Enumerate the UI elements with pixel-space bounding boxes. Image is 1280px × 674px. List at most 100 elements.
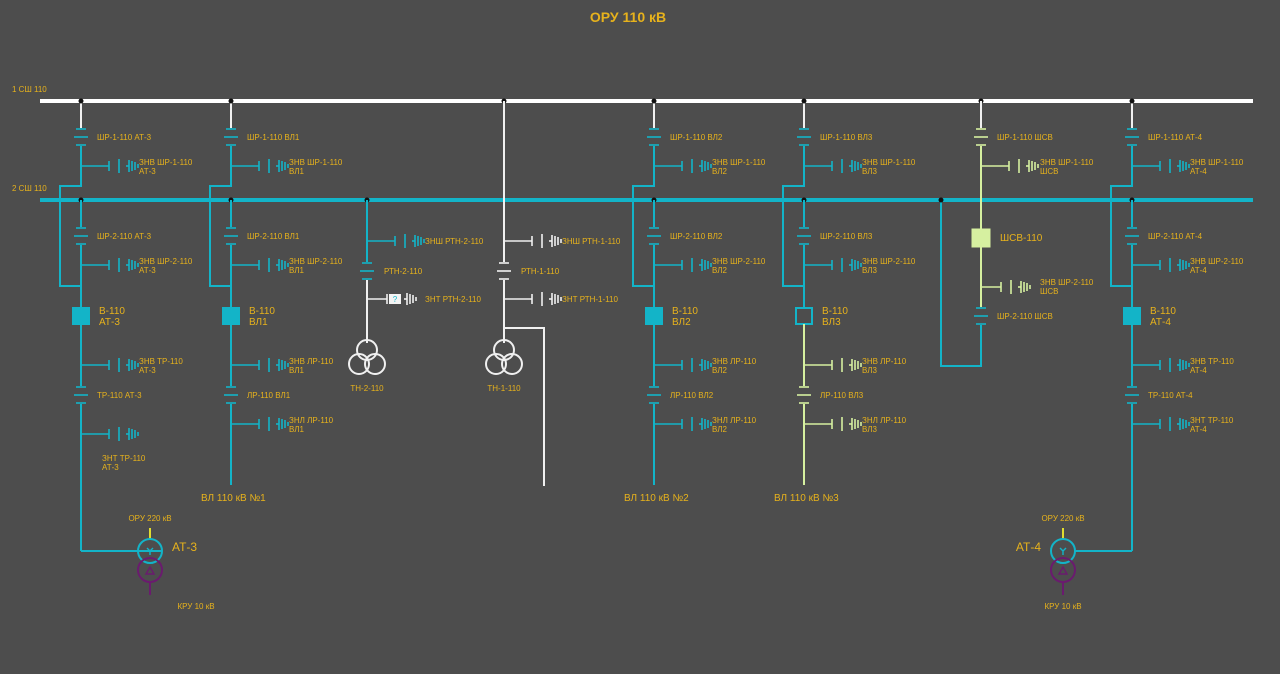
earth-vl2-znl[interactable]	[654, 417, 712, 431]
label-shsv-sr2: ШР-2-110 ШСВ	[997, 312, 1053, 321]
label-at3-znv2: ЗНВ ШР-2-110	[139, 257, 193, 266]
earth-at3-znv1[interactable]	[81, 159, 139, 173]
earth-at4-znt[interactable]	[1132, 417, 1190, 431]
breaker-vl3[interactable]	[795, 307, 813, 325]
at-hv-label-at3: ОРУ 220 кВ	[128, 514, 171, 523]
at-lv-label-at3: КРУ 10 кВ	[177, 602, 214, 611]
earth-vl2-znv2[interactable]	[654, 258, 712, 272]
earth-at4-znv2[interactable]	[1132, 258, 1190, 272]
at-lv-label-at4: КРУ 10 кВ	[1044, 602, 1081, 611]
disconnector-vl1-disc3[interactable]	[224, 386, 238, 404]
earth-vl2-znv3[interactable]	[654, 358, 712, 372]
earth-at4-znv3[interactable]	[1132, 358, 1190, 372]
earth-at4-znv1[interactable]	[1132, 159, 1190, 173]
disconnector-at4-disc3[interactable]	[1125, 386, 1139, 404]
disconnector-vl1-sr2[interactable]	[224, 227, 238, 245]
label-vl1-breaker: В-110	[249, 306, 275, 317]
breaker-at4[interactable]	[1123, 307, 1141, 325]
line-label-vl3: ВЛ 110 кВ №3	[774, 493, 839, 504]
voltage-transformer-icon-tn2	[348, 339, 386, 375]
label-vt1-name: ТН-1-110	[487, 384, 521, 393]
bay-at4-bypass	[1110, 180, 1133, 287]
earth-vl3-znv1[interactable]	[804, 159, 862, 173]
label-vl3-znl: ЗНЛ ЛР-110	[862, 416, 907, 425]
label-at3-znv1: ЗНВ ШР-1-110	[139, 158, 193, 167]
disconnector-vt1[interactable]	[497, 262, 511, 280]
label-vl3-breaker-2: ВЛ3	[822, 317, 841, 328]
earth-at3-znv3[interactable]	[81, 358, 139, 372]
disconnector-vl3-disc3[interactable]	[797, 386, 811, 404]
label-vl3-sr2: ШР-2-110 ВЛ3	[820, 232, 873, 241]
earth-vl1-znl[interactable]	[231, 417, 289, 431]
bay-vl1-bypass	[209, 180, 232, 287]
wye-icon	[1059, 547, 1067, 555]
label-at4-znv2: ЗНВ ШР-2-110	[1190, 257, 1244, 266]
label-vl2-sr1: ШР-1-110 ВЛ2	[670, 133, 723, 142]
label-vl2-znl: ЗНЛ ЛР-110	[712, 416, 757, 425]
earth-vl1-znv1[interactable]	[231, 159, 289, 173]
earth-vt2-znt[interactable]: ?	[367, 293, 417, 305]
label-vl1-znv1-2: ВЛ1	[289, 167, 304, 176]
line-label-vl1: ВЛ 110 кВ №1	[201, 493, 266, 504]
earth-vt1-znsh[interactable]	[504, 234, 562, 248]
earth-at3-znv2[interactable]	[81, 258, 139, 272]
disconnector-at3-sr2[interactable]	[74, 227, 88, 245]
breaker-shsv[interactable]	[971, 228, 991, 248]
breaker-vl1[interactable]	[222, 307, 240, 325]
disconnector-at4-sr1[interactable]	[1125, 128, 1139, 146]
disconnector-vl3-sr2[interactable]	[797, 227, 811, 245]
earth-at3-znt[interactable]	[81, 427, 139, 441]
disconnector-vl3-sr1[interactable]	[797, 128, 811, 146]
label-at4-disc3: ТР-110 АТ-4	[1148, 391, 1193, 400]
label-vl1-znv3: ЗНВ ЛР-110	[289, 357, 334, 366]
label-vt1-znsh: ЗНШ РТН-1-110	[562, 237, 621, 246]
bay-at3-bypass	[59, 180, 82, 287]
breaker-at3[interactable]	[72, 307, 90, 325]
label-at4-znv3-2: АТ-4	[1190, 366, 1207, 375]
junction-dot	[228, 98, 234, 104]
transformer-lv-winding-icon	[1050, 557, 1076, 583]
page-title: ОРУ 110 кВ	[590, 9, 666, 25]
disconnector-at3-sr1[interactable]	[74, 128, 88, 146]
label-at4-znt: ЗНТ ТР-110	[1190, 416, 1234, 425]
disconnector-vt2[interactable]	[360, 262, 374, 280]
label-at4-znt-2: АТ-4	[1190, 425, 1207, 434]
earth-shsv-znv2[interactable]	[981, 280, 1031, 294]
label-vl2-znv2: ЗНВ ШР-2-110	[712, 257, 766, 266]
earth-vl3-znl[interactable]	[804, 417, 862, 431]
disconnector-vl2-disc3[interactable]	[647, 386, 661, 404]
disconnector-at4-sr2[interactable]	[1125, 227, 1139, 245]
line-label-vl2: ВЛ 110 кВ №2	[624, 493, 689, 504]
earth-vt1-znt[interactable]	[504, 292, 562, 306]
disconnector-vl2-sr2[interactable]	[647, 227, 661, 245]
label-vl2-breaker-2: ВЛ2	[672, 317, 691, 328]
label-at3-znv3-2: АТ-3	[139, 366, 156, 375]
bus-1-label: 1 СШ 110	[12, 85, 47, 94]
disconnector-vl2-sr1[interactable]	[647, 128, 661, 146]
earth-vl1-znv3[interactable]	[231, 358, 289, 372]
breaker-vl2[interactable]	[645, 307, 663, 325]
earth-vt2-znsh[interactable]	[367, 234, 425, 248]
at-name-at3: АТ-3	[172, 540, 197, 554]
transformer-lv-winding-icon	[137, 557, 163, 583]
disconnector-at3-disc3[interactable]	[74, 386, 88, 404]
earth-vl3-znv3[interactable]	[804, 358, 862, 372]
disconnector-vl1-sr1[interactable]	[224, 128, 238, 146]
disconnector-shsv-sr2[interactable]	[974, 307, 988, 325]
label-vl3-sr1: ШР-1-110 ВЛ3	[820, 133, 873, 142]
label-vt2-disc: РТН-2-110	[384, 267, 423, 276]
disconnector-shsv-sr1[interactable]	[974, 128, 988, 146]
label-at3-znt-2: АТ-3	[102, 463, 119, 472]
label-vl3-znv2: ЗНВ ШР-2-110	[862, 257, 916, 266]
earth-vl1-znv2[interactable]	[231, 258, 289, 272]
label-vl1-sr1: ШР-1-110 ВЛ1	[247, 133, 300, 142]
label-vt2-znsh: ЗНШ РТН-2-110	[425, 237, 484, 246]
junction-dot	[78, 98, 84, 104]
earth-shsv-znv1[interactable]	[981, 159, 1039, 173]
earth-vl2-znv1[interactable]	[654, 159, 712, 173]
earth-vl3-znv2[interactable]	[804, 258, 862, 272]
label-vl2-znv1: ЗНВ ШР-1-110	[712, 158, 766, 167]
label-at3-disc3: ТР-110 АТ-3	[97, 391, 142, 400]
label-at4-znv3: ЗНВ ТР-110	[1190, 357, 1234, 366]
label-shsv-sr1: ШР-1-110 ШСВ	[997, 133, 1053, 142]
